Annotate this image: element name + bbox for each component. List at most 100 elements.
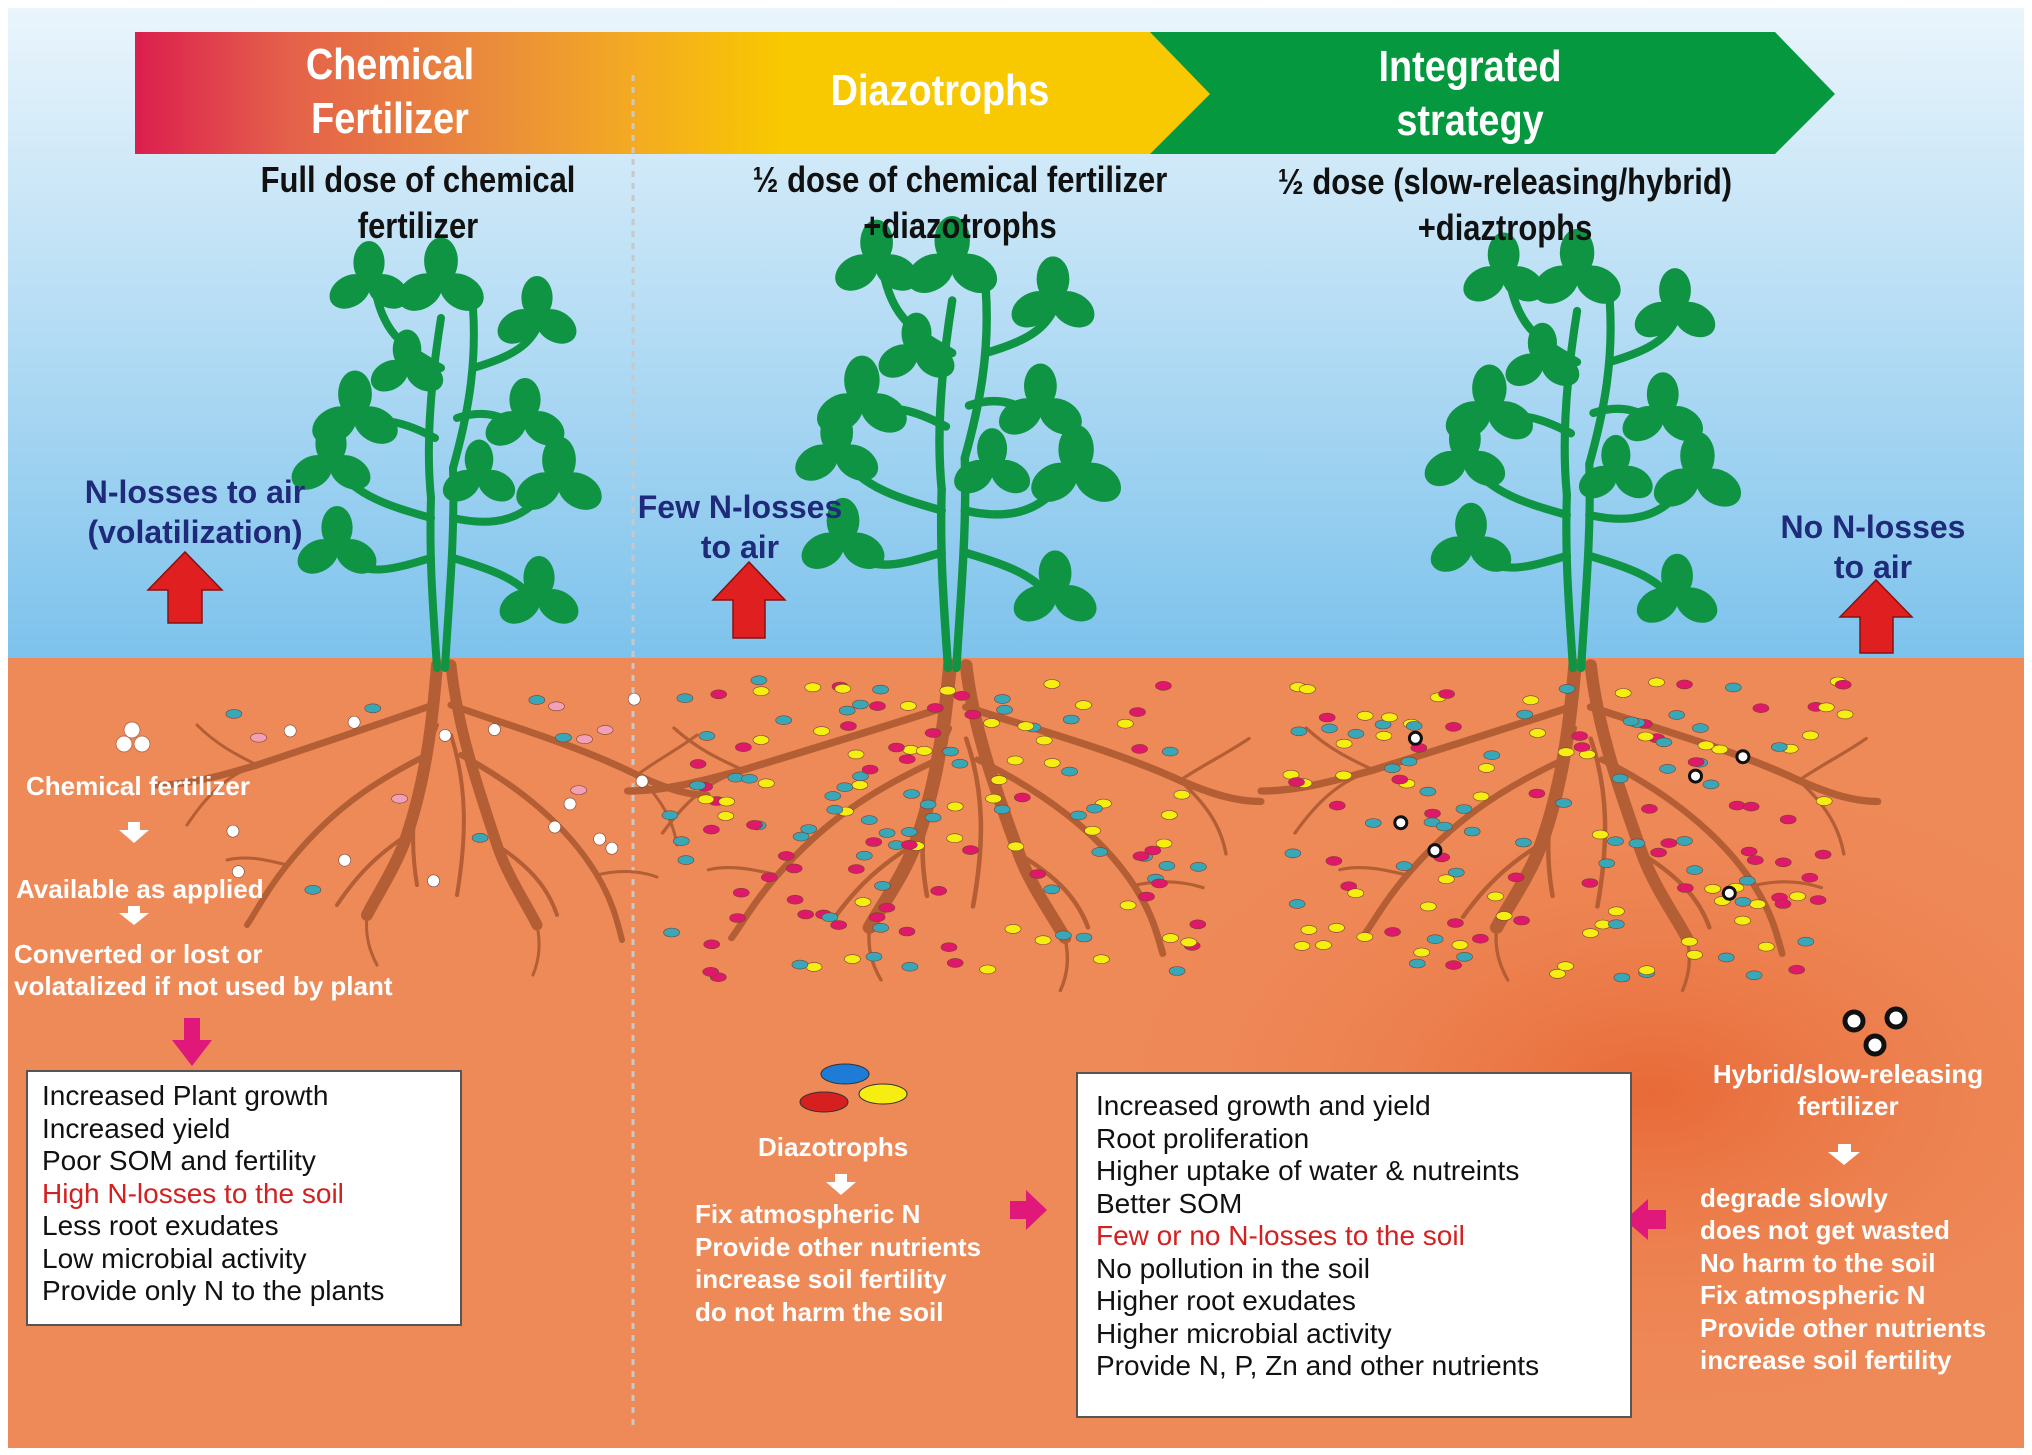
soil-particle (901, 961, 919, 972)
soil-particle (605, 841, 619, 855)
hybrid-granule (1393, 815, 1409, 831)
soil-particle (800, 824, 818, 834)
soil-particle (672, 836, 690, 846)
soil-particle (752, 735, 770, 745)
soil-particle (1745, 970, 1763, 981)
soil-particle (1608, 906, 1625, 917)
soil-particle (1638, 965, 1656, 976)
soil-particle (1801, 872, 1819, 883)
soil-particle (338, 853, 351, 867)
soil-particle (1180, 937, 1198, 948)
soil-particle (710, 689, 728, 700)
soil-particle (225, 709, 243, 719)
soil-particle (951, 758, 969, 769)
soil-particle (834, 683, 852, 694)
outcome-item: Increased growth and yield (1096, 1090, 1431, 1121)
soil-particle (1472, 933, 1489, 944)
soil-particle (689, 759, 707, 769)
soil-particle (1365, 818, 1382, 828)
soil-particle (689, 780, 706, 791)
soil-particle (872, 684, 889, 695)
soil-particle (1513, 915, 1530, 926)
soil-particle (1677, 883, 1694, 893)
soil-particle (1138, 891, 1155, 902)
soil-particle (718, 796, 735, 807)
soil-particle (852, 771, 869, 782)
soil-particle (900, 827, 918, 837)
soil-particle (903, 789, 920, 799)
outcome-item: Less root exudates (42, 1210, 279, 1241)
fertilizer-granules-chemical (225, 692, 649, 895)
soil-particle (1558, 683, 1576, 694)
soil-particle (824, 791, 842, 801)
soil-particle (1598, 858, 1615, 869)
soil-particle (1447, 918, 1464, 928)
soil-particle (1613, 972, 1631, 983)
soil-particle (1288, 777, 1305, 787)
soil-particle (1144, 845, 1162, 856)
soil-particle (1739, 875, 1756, 886)
soil-particle (1582, 928, 1599, 938)
soil-particle (1692, 723, 1709, 733)
soil-particle (1771, 742, 1788, 752)
soil-particle (836, 782, 854, 793)
soil-particle (627, 692, 641, 706)
soil-particle (1445, 721, 1462, 732)
subtitle-diazotrophs: ½ dose of chemical fertilizer+diazotroph… (752, 159, 1168, 246)
soil-particle (813, 726, 830, 736)
soil-particle (1335, 770, 1352, 781)
soil-particle (868, 912, 886, 923)
soil-particle (471, 833, 489, 843)
soil-particle (1084, 825, 1101, 836)
soil-particle (1290, 726, 1308, 737)
outcome-item: Provide only N to the plants (42, 1275, 385, 1306)
soil-particle (1329, 800, 1346, 811)
soil-particle (775, 715, 793, 726)
soil-particle (847, 864, 865, 874)
soil-particle (304, 885, 322, 895)
soil-particle (697, 794, 715, 805)
soil-particle (1522, 695, 1540, 706)
diazotroph-cluster-icon (799, 1063, 908, 1113)
outcome-item: No pollution in the soil (1096, 1252, 1370, 1284)
soil-particle (1676, 679, 1693, 690)
soil-particle (1718, 952, 1735, 963)
soil-particle (1062, 714, 1080, 725)
soil-particle (1697, 740, 1715, 751)
outcome-item: Poor SOM and fertility (42, 1145, 316, 1176)
soil-particle (1168, 966, 1186, 976)
soil-particle (1507, 872, 1525, 883)
soil-particle (1728, 800, 1746, 811)
soil-particle (1614, 688, 1632, 698)
soil-particle (1659, 763, 1676, 774)
soil-particle (874, 880, 891, 891)
soil-particle (1061, 766, 1078, 777)
soil-particle (1043, 758, 1061, 768)
soil-particle (847, 749, 865, 760)
soil-particle (1660, 838, 1678, 848)
soil-particle (1155, 838, 1173, 849)
soil-particle (1752, 703, 1770, 714)
soil-particle (1592, 829, 1609, 840)
soil-particle (576, 734, 593, 745)
header-diazotrophs: Diazotrophs (830, 66, 1050, 115)
soil-particle (1495, 911, 1513, 921)
soil-particle (438, 729, 452, 742)
soil-particle (1448, 867, 1465, 878)
soil-particle (994, 694, 1011, 704)
header-arrow-green (1150, 32, 1835, 154)
soil-particle (1734, 915, 1751, 926)
soil-particle (990, 775, 1008, 785)
soil-particle (1006, 755, 1024, 766)
soil-particle (1384, 763, 1401, 774)
hybrid-benefit-item: Provide other nutrients (1700, 1312, 1987, 1343)
soil-particle (741, 773, 758, 784)
soil-particle (1456, 951, 1473, 962)
soil-particle (1734, 896, 1752, 907)
soil-particle (528, 695, 546, 705)
soil-particle (1611, 773, 1629, 784)
soil-particle (1086, 803, 1103, 814)
